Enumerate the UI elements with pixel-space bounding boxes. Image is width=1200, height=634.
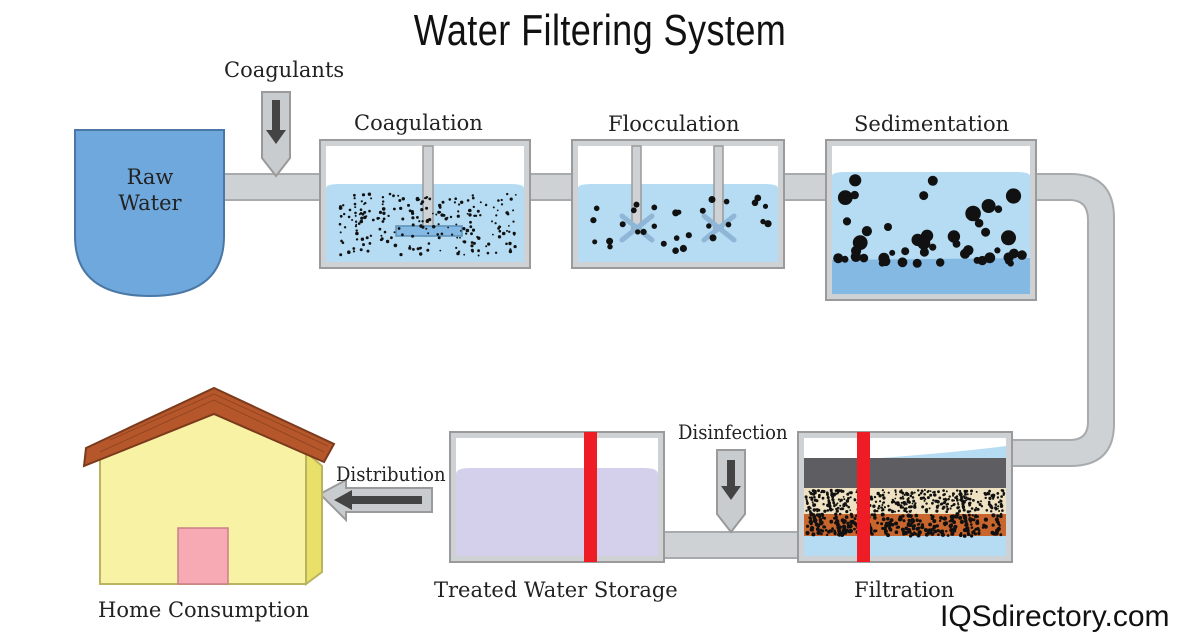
flocculation-tank <box>571 139 785 269</box>
distribution-label: Distribution <box>336 462 446 486</box>
sedimentation-label: Sedimentation <box>854 112 1010 136</box>
pipes <box>223 173 1115 559</box>
pipe-coag-to-floc <box>529 173 575 201</box>
home-consumption-label: Home Consumption <box>98 598 310 622</box>
brand-watermark: IQSdirectory.com <box>940 600 1170 633</box>
raw-water-label: Raw Water <box>118 165 182 215</box>
treated-water-storage-tank <box>449 431 665 563</box>
disinfection-label: Disinfection <box>678 420 788 444</box>
filtration-tank <box>797 431 1013 563</box>
treated-water-storage-label: Treated Water Storage <box>434 578 678 602</box>
filtration-label: Filtration <box>854 578 955 602</box>
page-title: Water Filtering System <box>413 6 787 55</box>
pipe-floc-to-sed <box>781 173 829 201</box>
down-arrow-icon <box>716 449 746 534</box>
pipe-raw-to-coagulation <box>223 173 323 201</box>
house <box>82 386 336 586</box>
raw-water-tank <box>74 129 225 298</box>
coagulation-tank <box>319 139 531 269</box>
pipe-filtration-to-storage <box>663 531 805 559</box>
down-arrow-icon <box>261 91 291 178</box>
coagulation-label: Coagulation <box>354 111 483 135</box>
flocculation-label: Flocculation <box>608 112 740 136</box>
coagulants-label: Coagulants <box>224 58 345 82</box>
left-arrow-icon <box>318 478 433 523</box>
sedimentation-tank <box>825 139 1037 301</box>
mixer-paddle-icon <box>619 213 737 243</box>
